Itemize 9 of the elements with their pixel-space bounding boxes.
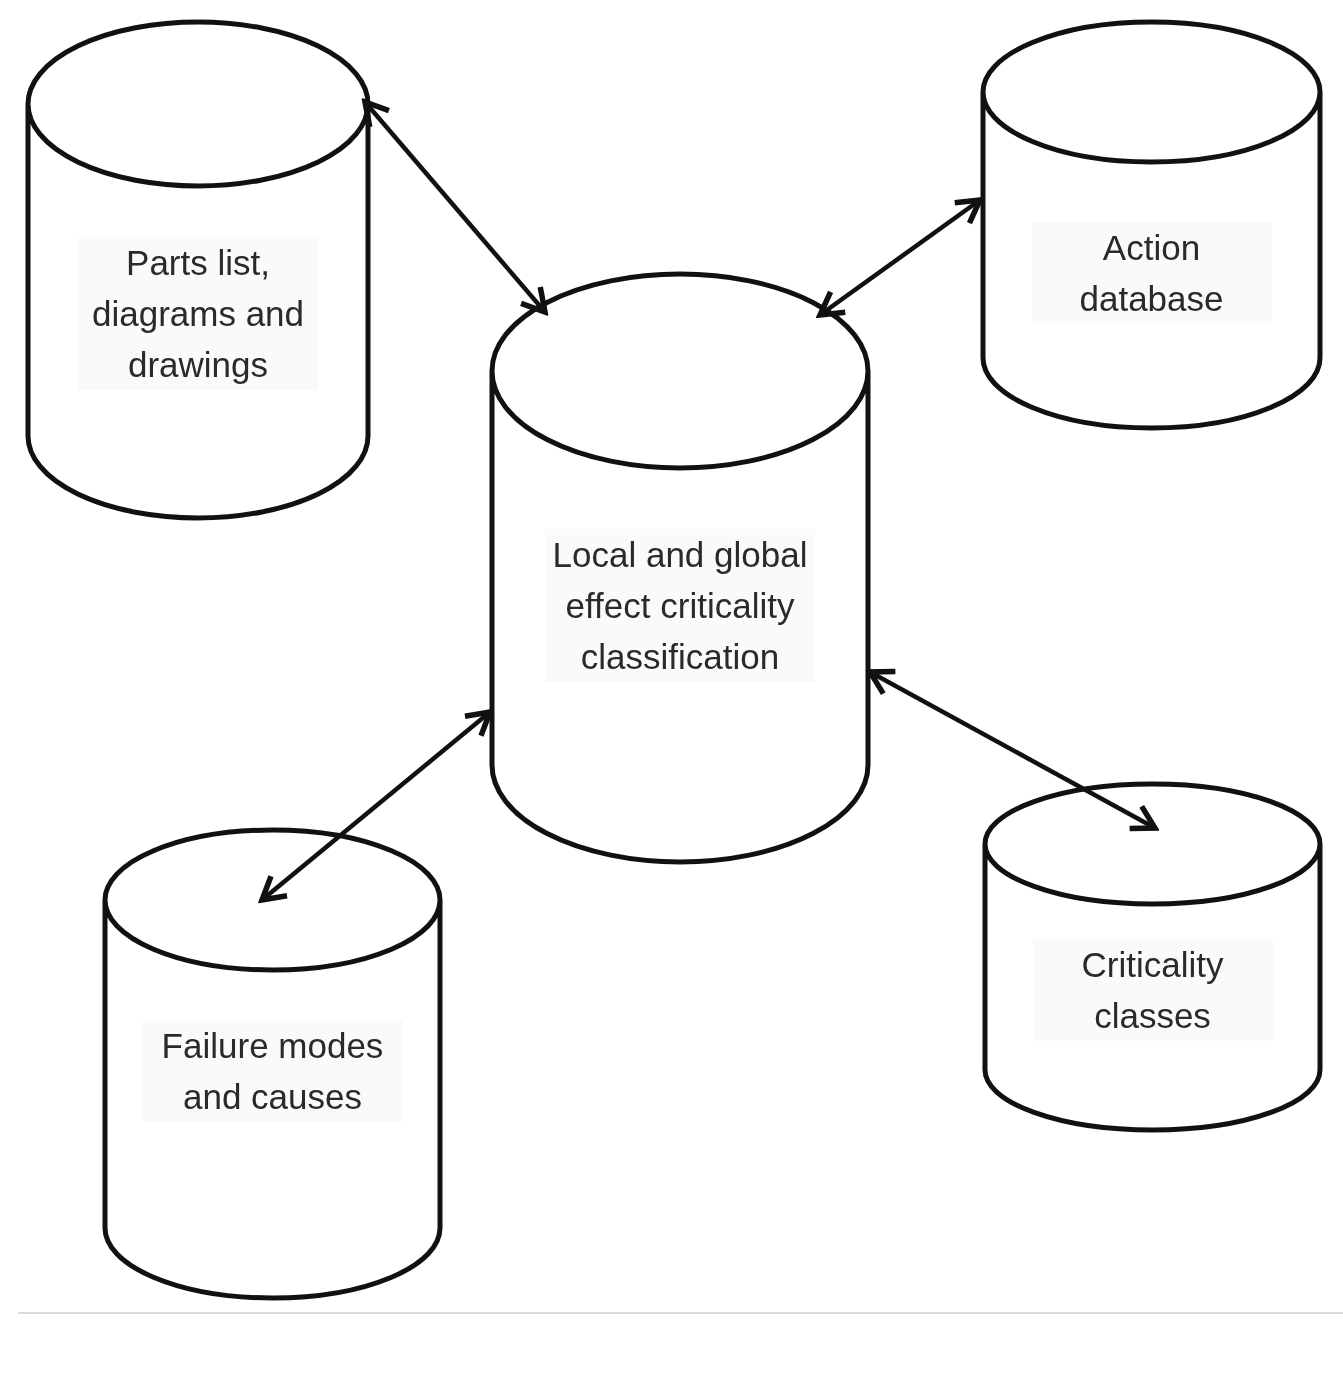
node-label: Failure modes and causes — [142, 1020, 403, 1122]
node-label: Criticality classes — [1032, 939, 1273, 1041]
node-label: Parts list, diagrams and drawings — [78, 237, 318, 390]
double-arrow — [259, 709, 493, 903]
double-arrow — [362, 99, 548, 315]
node-label: Action database — [1031, 222, 1272, 324]
double-arrow — [867, 668, 1158, 832]
node-label: Local and global effect criticality classification — [545, 529, 815, 682]
double-arrow — [817, 197, 983, 318]
